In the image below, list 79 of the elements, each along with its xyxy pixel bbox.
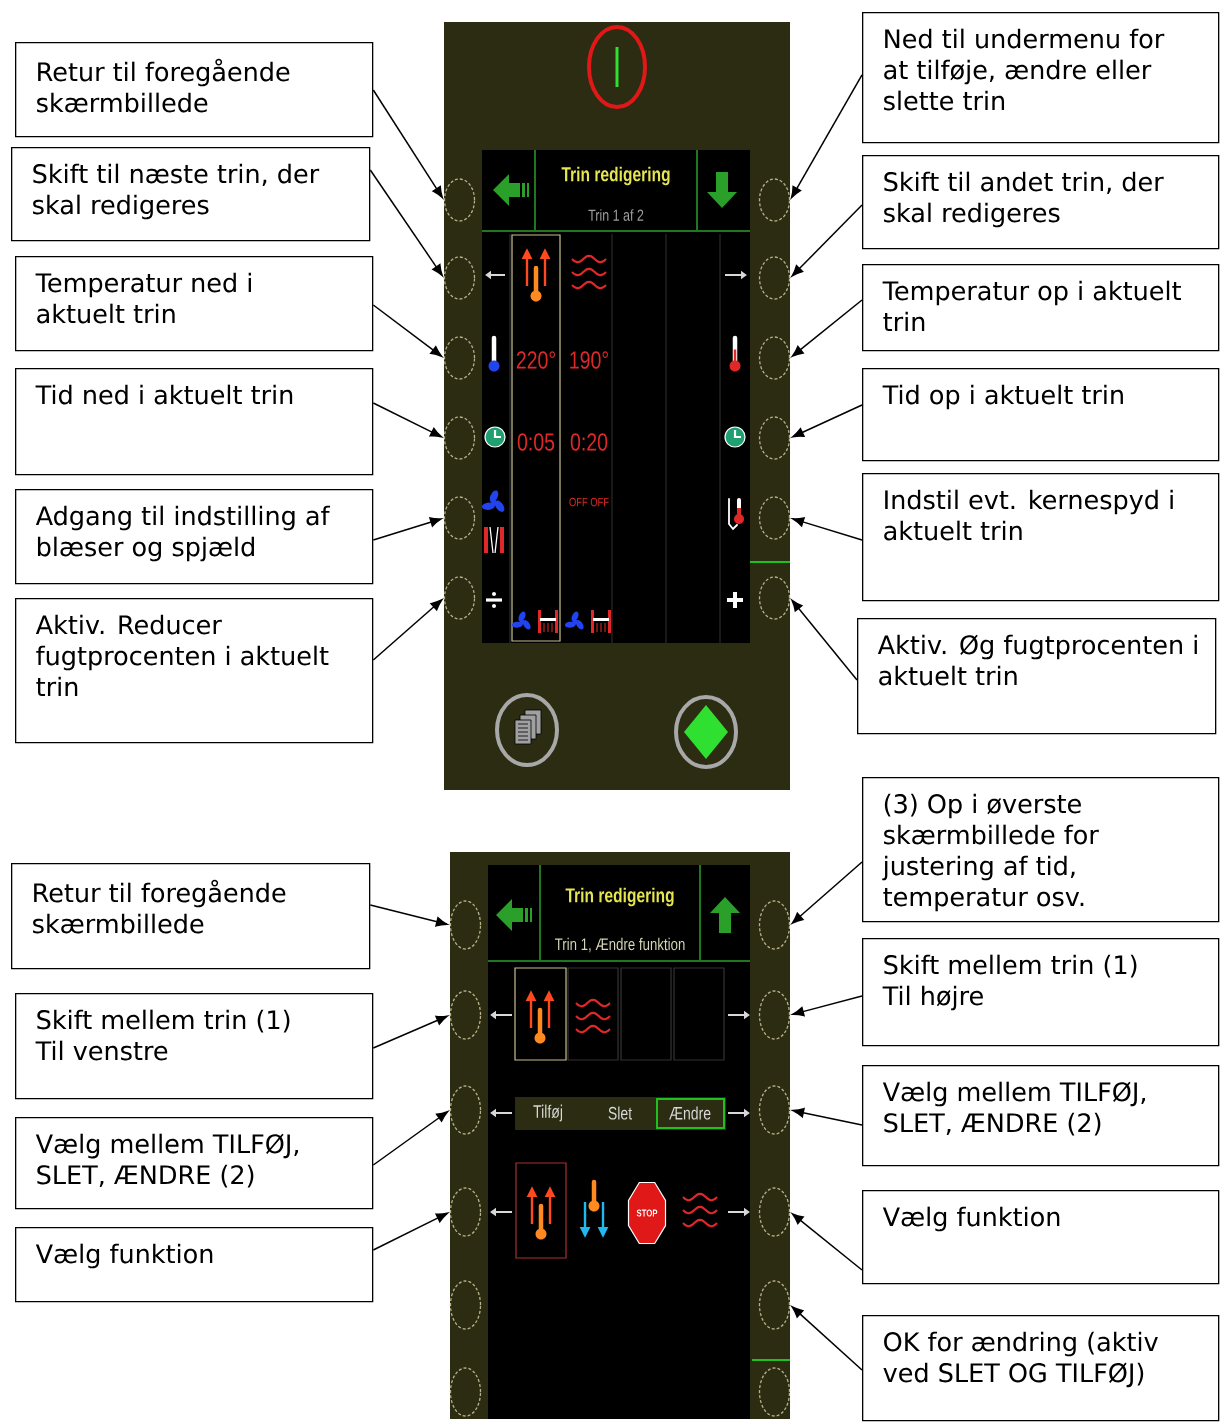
- soft-button: [758, 900, 791, 950]
- callout-box: Aktiv. Reducer fugtprocenten i aktuelt trin: [15, 598, 374, 744]
- soft-button: [443, 496, 476, 540]
- callout-box: Vælg funktion: [862, 1190, 1220, 1285]
- callout-box: Skift til næste trin, der skal redigeres: [11, 147, 371, 242]
- arrow: [372, 1212, 448, 1251]
- callout-box: Ned til undermenu for at tilføje, ændre eller slette trin: [862, 12, 1220, 144]
- callout-box: Temperatur ned i aktuelt trin: [15, 256, 374, 352]
- soft-button: [443, 256, 476, 300]
- arrow: [792, 404, 863, 438]
- arrow: [372, 304, 443, 357]
- soft-button: [449, 1280, 482, 1330]
- soft-button: [449, 1187, 482, 1237]
- callout-box: Temperatur op i aktuelt trin: [862, 264, 1220, 352]
- soft-button: [758, 496, 791, 540]
- soft-button: [758, 256, 791, 300]
- soft-button: [449, 990, 482, 1040]
- option-text: Tilføj: [533, 1104, 562, 1122]
- temperature-value: 220°: [516, 351, 555, 369]
- time-value: 0:20: [570, 433, 608, 451]
- soft-button: [758, 576, 791, 620]
- callout-box: Tid op i aktuelt trin: [862, 368, 1220, 462]
- screen-subtitle: Trin 1, Ændre funktion: [554, 937, 685, 953]
- callout-box: Vælg funktion: [15, 1227, 374, 1303]
- callout-box: Aktiv. Øg fugtprocenten i aktuelt trin: [857, 618, 1217, 735]
- callout-box: Tid ned i aktuelt trin: [15, 368, 374, 476]
- temperature-value: 190°: [570, 351, 608, 369]
- option-text: Slet: [608, 1106, 632, 1120]
- callout-box: Skift til andet trin, der skal redigeres: [862, 155, 1220, 250]
- soft-button: [443, 576, 476, 620]
- soft-button: [758, 990, 791, 1040]
- arrow: [372, 402, 442, 438]
- callout-box: Skift mellem trin (1) Til venstre: [15, 993, 374, 1100]
- callout-box: (3) Op i øverste skærmbillede for justering af tid, temperatur osv.: [862, 777, 1220, 923]
- arrow: [791, 204, 863, 277]
- arrow: [791, 1213, 863, 1271]
- callout-box: Skift mellem trin (1) Til højre: [862, 938, 1220, 1047]
- arrow: [791, 1306, 863, 1371]
- callout-box: Retur til foregående skærmbillede: [15, 42, 374, 138]
- arrow: [372, 1015, 448, 1049]
- arrow: [372, 89, 443, 199]
- arrow: [791, 861, 863, 924]
- callout-box: Indstil evt. kernespyd i aktuelt trin: [862, 473, 1220, 602]
- arrow: [790, 74, 863, 199]
- soft-button: [758, 178, 791, 222]
- callout-box: Adgang til indstilling af blæser og spjæld: [15, 489, 374, 585]
- soft-button: [758, 1187, 791, 1237]
- screen-subtitle: Trin 1 af 2: [588, 209, 644, 221]
- callout-box: Vælg mellem TILFØJ, SLET, ÆNDRE (2): [862, 1065, 1220, 1167]
- arrow: [369, 169, 443, 277]
- soft-button: [443, 416, 476, 460]
- screen-title: Trin redigering: [565, 887, 674, 907]
- callout-box: Retur til foregående skærmbillede: [11, 863, 371, 970]
- soft-button: [758, 336, 791, 380]
- selected-option: Ændre: [656, 1098, 725, 1129]
- status-text: OFF OFF: [569, 497, 609, 507]
- arrow: [372, 517, 442, 541]
- soft-button: [449, 900, 482, 950]
- stop-sign: STOP: [627, 1181, 667, 1245]
- time-value: 0:05: [517, 433, 555, 451]
- arrow: [791, 299, 863, 357]
- soft-button: [449, 1367, 482, 1417]
- soft-button: [449, 1085, 482, 1135]
- soft-button: [443, 336, 476, 380]
- arrow: [372, 599, 443, 661]
- screen-title: Trin redigering: [561, 166, 670, 186]
- arrow: [372, 1111, 449, 1166]
- arrow: [792, 995, 863, 1017]
- callout-box: OK for ændring (aktiv ved SLET OG TILFØJ): [862, 1315, 1220, 1422]
- arrow: [369, 904, 448, 927]
- callout-box: Vælg mellem TILFØJ, SLET, ÆNDRE (2): [15, 1117, 374, 1210]
- soft-button: [443, 178, 476, 222]
- soft-button: [758, 1085, 791, 1135]
- arrow: [791, 599, 858, 681]
- soft-button: [758, 416, 791, 460]
- arrow: [792, 1107, 863, 1126]
- soft-button: [758, 1280, 791, 1330]
- soft-button: [758, 1367, 791, 1417]
- arrow: [792, 517, 863, 541]
